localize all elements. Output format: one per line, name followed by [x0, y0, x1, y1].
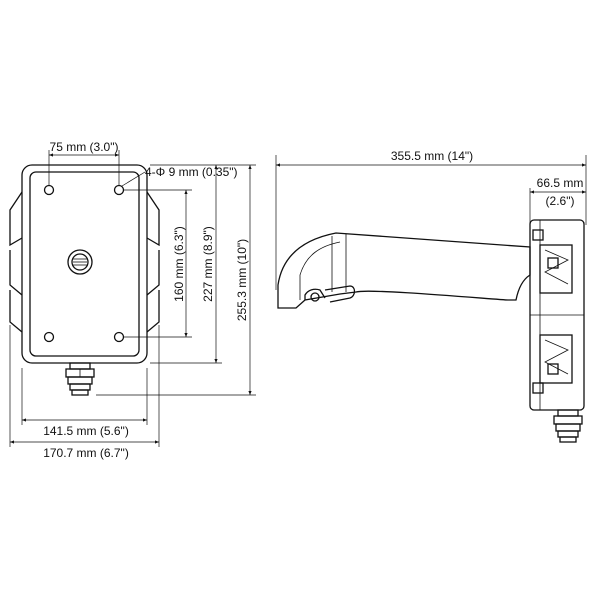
cable-gland [65, 362, 95, 396]
bracket-arm [277, 232, 531, 309]
arm-clamp [304, 285, 356, 303]
hole-spacing-label: 75 mm (3.0") [50, 140, 119, 154]
arm-length-label: 355.5 mm (14") [391, 149, 473, 163]
mounting-hole-top-right [113, 184, 125, 196]
junction-box-outline [21, 164, 148, 364]
lower-latch [539, 334, 573, 384]
cable-port-inner [71, 253, 89, 271]
mounting-hole-bottom-right [113, 331, 125, 343]
cable-port-outer [67, 249, 93, 275]
side-view [277, 219, 585, 443]
overall-width-label: 170.7 mm (6.7") [43, 446, 129, 460]
upper-latch [539, 244, 573, 294]
side-dimensions: 355.5 mm (14") 66.5 mm (2.6") [275, 149, 587, 290]
mounting-hole-bottom-left [43, 331, 55, 343]
side-cable-gland [553, 409, 583, 443]
clamp-screw [310, 292, 320, 302]
mounting-hole-top-left [43, 184, 55, 196]
hole-span-label: 160 mm (6.3") [172, 226, 186, 302]
box-width-label: 141.5 mm (5.6") [43, 424, 129, 438]
depth-mm-label: 66.5 mm [537, 176, 584, 190]
box-height-label: 227 mm (8.9") [201, 226, 215, 302]
overall-height-label: 255.3 mm (10") [235, 239, 249, 321]
front-dimensions: 75 mm (3.0") 4-Φ 9 mm (0.35") 160 mm (6.… [9, 140, 256, 460]
front-view [9, 164, 160, 396]
holes-label: 4-Φ 9 mm (0.35") [145, 165, 238, 179]
depth-in-label: (2.6") [546, 194, 575, 208]
junction-box-cover [29, 171, 140, 357]
right-flange [146, 191, 160, 333]
left-flange [9, 191, 23, 333]
